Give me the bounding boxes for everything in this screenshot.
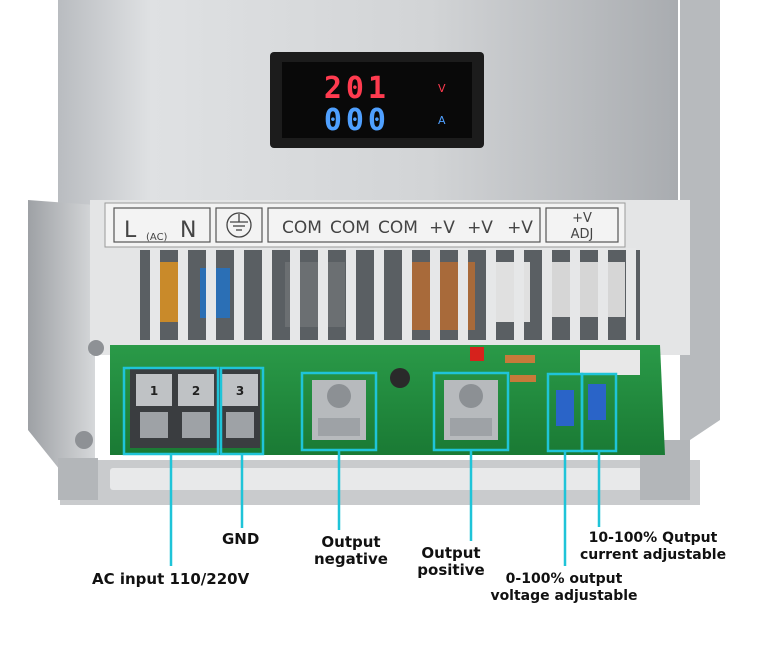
output-negative-stud [312,380,366,440]
positive-v-label: +V [429,218,455,238]
base-rail [110,468,650,490]
terminal-number: 2 [192,384,200,398]
callout-line: positive [417,561,485,579]
screw-icon [88,340,104,356]
com-label: COM [330,218,370,238]
terminal-block: 1 2 3 [130,368,260,448]
chassis-left-side [28,200,95,470]
current-reading: 000 [324,103,390,138]
callout-output-negative: Output negative [306,534,396,568]
terminal-number: 3 [236,384,244,398]
com-label: COM [282,218,322,238]
callout-line: voltage adjustable [490,588,638,604]
digital-meter: 201 V 000 A [270,52,484,148]
callout-line: 10-100% Qutput [588,530,718,546]
ground-icon [226,212,252,238]
led-indicator [470,347,484,361]
voltage-unit: V [438,82,446,95]
voltage-potentiometer [556,390,574,426]
terminal-number: 1 [150,384,158,398]
callout-line: Output [421,544,481,562]
mount-bracket-left [58,458,98,500]
com-label: COM [378,218,418,238]
resistor [510,375,536,382]
positive-v-label: +V [507,218,533,238]
transistor [390,368,410,388]
callout-line: negative [314,550,388,568]
callout-line: 0-100% output [505,571,623,587]
callout-leaders [169,450,601,566]
callout-line: current adjustable [579,547,727,563]
n-label: N [180,218,196,243]
positive-v-label: +V [467,218,493,238]
resistor [505,355,535,363]
ac-label: (AC) [146,232,168,243]
voltage-reading: 201 [324,71,390,106]
adj-label: ADJ [571,227,594,242]
callout-current-adjust: 10-100% Qutput current adjustable [572,530,734,564]
callout-output-positive: Output positive [410,545,492,579]
adj-v-label: +V [572,211,592,226]
callout-voltage-adjust: 0-100% output voltage adjustable [484,571,644,605]
terminal-label-strip: L (AC) N COM COM COM +V +V +V +V ADJ [104,202,626,248]
current-unit: A [438,114,446,127]
callout-gnd: GND [222,530,260,548]
output-positive-stud [444,380,498,440]
l-label: L [124,218,137,243]
callout-ac-input: AC input 110/220V [92,570,250,588]
connector [580,350,640,375]
callout-line: Output [321,533,381,551]
vent-grille [140,248,640,340]
current-potentiometer [588,384,606,420]
screw-icon [75,431,93,449]
chassis [28,0,720,505]
